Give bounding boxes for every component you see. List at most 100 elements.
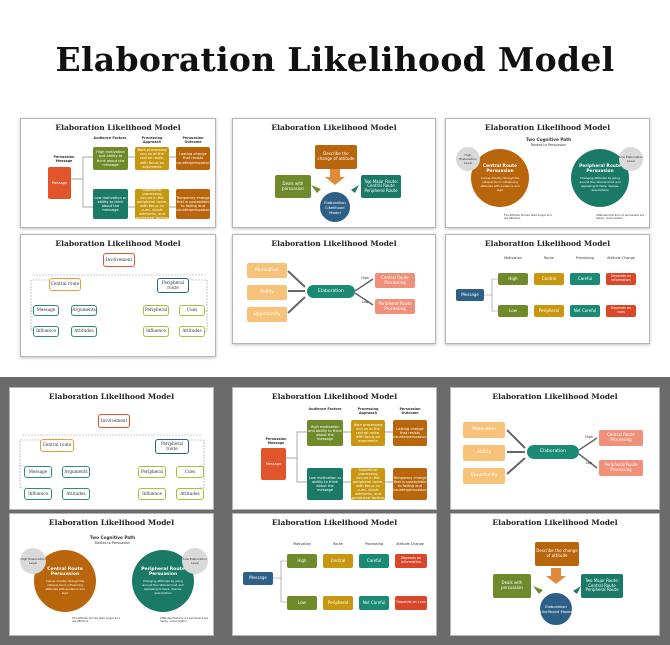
low-label: Low — [361, 300, 369, 304]
item-box: Peripheral — [143, 305, 169, 316]
high-level-circle: High Elaboration Level — [20, 548, 46, 574]
input-box: Ability — [463, 445, 505, 461]
slide-model-center[interactable]: Elaboration Likelihood Model Describe th… — [450, 513, 660, 636]
peripheral-title: Peripheral Route Persuasion — [579, 164, 621, 174]
cell: Not Careful — [359, 596, 389, 610]
item-box: Arguments — [62, 466, 90, 478]
routes-box: Two Major Route: Central Route Periphera… — [581, 574, 623, 598]
connector-lines — [71, 156, 177, 208]
message-box: Message — [243, 572, 273, 585]
elaboration-box: Elaboration — [307, 285, 355, 298]
cell: Careful — [570, 273, 600, 285]
high-level-label: High Elaboration Level — [459, 153, 477, 165]
slide-attitude-table[interactable]: Elaboration Likelihood Model Motivation … — [445, 234, 650, 344]
r2-audience: Low motivation or ability to think about… — [93, 189, 128, 219]
input-box: Opportunity — [247, 307, 287, 322]
central-route-box: Central route — [40, 439, 74, 452]
paths-sub: Routes to Persuasion — [94, 541, 131, 545]
paths-heading: Two Cognitive Path — [89, 535, 136, 540]
slide-cognitive-paths[interactable]: Elaboration Likelihood Model Two Cogniti… — [445, 118, 650, 228]
involvement-box: Involvement — [98, 414, 130, 428]
slide-cognitive-paths[interactable]: Elaboration Likelihood Model Two Cogniti… — [9, 513, 214, 636]
item-box: Influence — [138, 488, 166, 500]
peripheral-title: Peripheral Route Persuasion — [141, 567, 185, 577]
col-label: Motivation — [293, 542, 311, 546]
involvement-box: Involvement — [103, 253, 135, 267]
peripheral-output: Peripheral Route Processing — [375, 299, 415, 314]
cell: Depends on information — [395, 554, 427, 568]
cell: Central — [534, 273, 564, 285]
r1-audience: High motivation and ability to think abo… — [307, 420, 343, 446]
tree-lines — [30, 274, 208, 332]
high-level-circle: High Elaboration Level — [456, 147, 480, 171]
cell: Depends on cues — [606, 305, 636, 317]
low-level-label: Low Elaboration Level — [619, 155, 643, 163]
input-box: Ability — [247, 285, 287, 300]
elm-circle: Elaboration Likelihood Model — [319, 191, 351, 223]
paths-heading: Two Cognitive Path — [525, 137, 572, 142]
col-label: Processing — [364, 542, 384, 546]
item-box: Influence — [143, 326, 169, 337]
message-box: Message — [261, 448, 286, 480]
deals-box: Deals with persuasion — [493, 574, 531, 598]
col-label: Motivation — [504, 256, 522, 260]
slide-model-center[interactable]: Elaboration Likelihood Model Describe th… — [232, 118, 436, 228]
cell: Low — [498, 305, 528, 317]
slide-title: Elaboration Likelihood Model — [271, 392, 398, 401]
item-box: Cues — [176, 466, 204, 478]
col-outcome: Persuasion Outcome — [182, 136, 204, 144]
flow-arrows — [506, 429, 598, 475]
cell: Peripheral — [323, 596, 353, 610]
bottom-slide-grid: Elaboration Likelihood Model Involvement… — [0, 377, 670, 645]
item-box: Cues — [179, 305, 205, 316]
describe-box: Describe the change of attitude — [315, 145, 357, 169]
cell: Depends on cues — [395, 596, 427, 610]
col-outcome: Persuasion Outcome — [399, 407, 421, 415]
slide-elaboration-flow[interactable]: Elaboration Likelihood Model Motivation … — [450, 387, 660, 510]
slide-involvement[interactable]: Elaboration Likelihood Model Involvement… — [20, 234, 216, 357]
slide-title: Elaboration Likelihood Model — [48, 518, 175, 527]
input-box: Motivation — [247, 263, 287, 278]
note-peripheral: Attitudes that are not permanent are hap… — [596, 214, 645, 220]
r2-processing: Superficial processing occurs in the per… — [135, 187, 169, 221]
col-label: Attitude Change — [396, 542, 424, 546]
elm-label: Elaboration Likelihood Model — [540, 604, 572, 614]
message-box: Message — [456, 289, 484, 301]
high-label: High — [361, 276, 369, 280]
r1-processing: Both processing occurs at the central ro… — [135, 147, 169, 170]
item-box: Influence — [33, 326, 59, 337]
r1-outcome: Lasting change that resists counterpersu… — [393, 420, 427, 446]
slide-involvement[interactable]: Elaboration Likelihood Model Involvement… — [9, 387, 214, 510]
slide-persuasion-flow[interactable]: Elaboration Likelihood Model Persuasion … — [20, 118, 216, 228]
arrows — [311, 169, 359, 193]
deals-box: Deals with persuasion — [275, 175, 311, 198]
central-output: Central Route Processing — [599, 430, 643, 446]
top-slide-grid: Elaboration Likelihood Model Persuasion … — [0, 108, 670, 376]
low-level-circle: Low Elaboration Level — [182, 548, 208, 574]
flow-arrows — [287, 270, 374, 314]
central-output: Central Route Processing — [375, 273, 415, 288]
slide-attitude-table[interactable]: Elaboration Likelihood Model Motivation … — [232, 513, 437, 636]
item-box: Attitudes — [71, 326, 97, 337]
slide-elaboration-flow[interactable]: Elaboration Likelihood Model Motivation … — [232, 234, 436, 344]
input-box: Opportunity — [463, 468, 505, 484]
peripheral-route-box: Peripheral route — [157, 278, 189, 293]
item-box: Message — [33, 305, 59, 316]
slide-persuasion-flow[interactable]: Elaboration Likelihood Model Persuasion … — [232, 387, 437, 510]
r2-outcome: Temporary change that is susceptible to … — [393, 468, 427, 500]
message-box: Message — [48, 167, 71, 199]
slide-title: Elaboration Likelihood Model — [271, 518, 398, 527]
central-title: Central Route Persuasion — [482, 164, 518, 174]
central-route-box: Central route — [49, 278, 81, 291]
item-box: Influence — [24, 488, 52, 500]
col-processing: Processing Approach — [357, 407, 379, 415]
note-peripheral: Attitudes that are not permanent are hap… — [160, 617, 209, 623]
r2-audience: Low motivation or ability to think about… — [307, 468, 343, 500]
persuasion-label: Persuasion Message — [265, 437, 287, 445]
r2-processing: Superficial processing occurs in the per… — [351, 467, 385, 501]
routes-box: Two Major Route: Central Route Periphera… — [361, 175, 401, 198]
paths-sub: Routes to Persuasion — [530, 143, 567, 147]
item-box: Attitudes — [179, 326, 205, 337]
central-text: Comes directly through the rational mind… — [45, 579, 85, 595]
item-box: Attitudes — [176, 488, 204, 500]
